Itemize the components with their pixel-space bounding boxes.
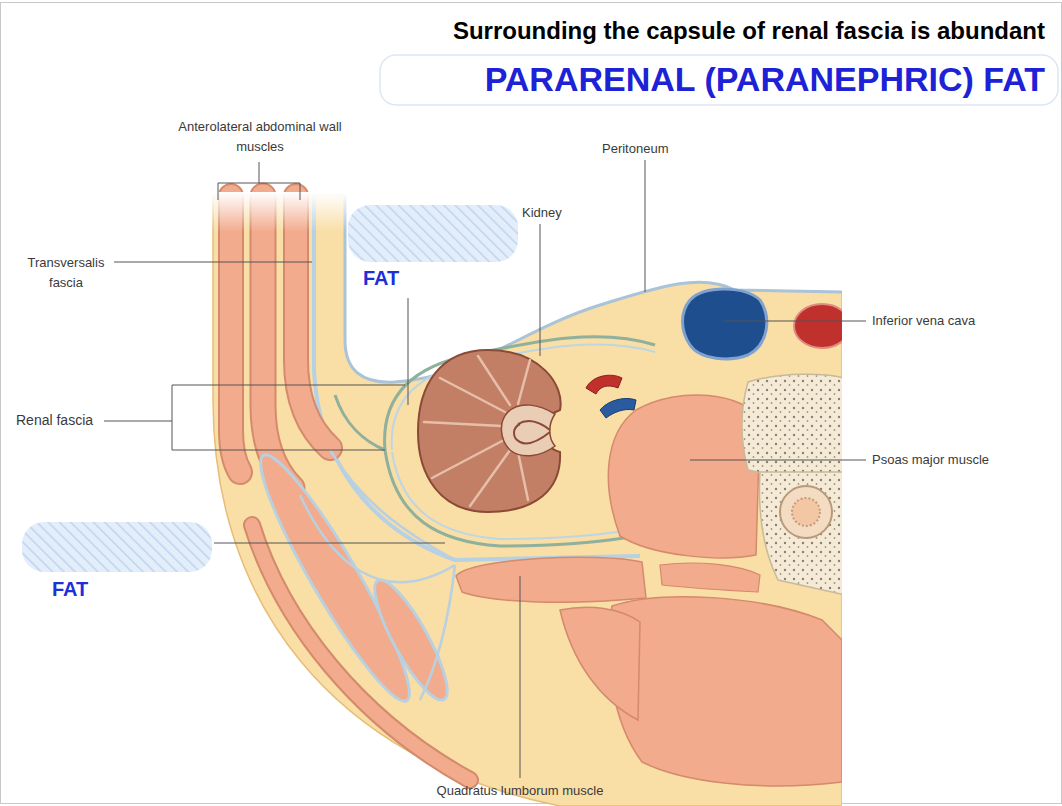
quadratus-muscle: [456, 557, 646, 602]
spinal-cord: [792, 498, 820, 526]
back-wall-muscle: [243, 444, 426, 712]
renal-column: [424, 422, 502, 426]
part-label: Inferior vena cava: [872, 313, 975, 329]
vertebra: [760, 472, 842, 596]
leader-line: [645, 160, 646, 292]
back-wall-muscle: [363, 572, 459, 707]
renal-fascia-line: [335, 337, 655, 546]
part-label: Renal fascia: [16, 412, 93, 429]
part-label: Anterolateral abdominal wall muscles: [168, 117, 352, 157]
fade-overlay: [200, 192, 360, 232]
renal-column: [470, 450, 510, 506]
heading-box: [380, 55, 1058, 105]
leader-line: [214, 543, 445, 544]
wall-muscle: [231, 196, 240, 472]
fat-region: [213, 195, 842, 806]
fat-label: FAT: [363, 266, 399, 290]
part-label: Peritoneum: [602, 141, 668, 157]
wall-muscle: [296, 196, 330, 448]
leader-line: [520, 576, 521, 778]
part-label: Kidney: [522, 205, 562, 221]
psoas-muscle: [608, 395, 760, 558]
leader-line: [114, 262, 312, 263]
leader-line: [540, 224, 541, 356]
back-muscle: [660, 563, 760, 592]
vertebral-canal: [780, 486, 832, 538]
part-label: Transversalis fascia: [14, 253, 118, 293]
leader-line: [408, 298, 409, 405]
renal-pelvis: [514, 421, 550, 443]
vertebra: [742, 374, 842, 477]
renal-column: [518, 452, 528, 500]
wall-muscle: [231, 196, 240, 472]
hatched-box: [348, 205, 518, 262]
lumbar-fascia-line: [300, 450, 455, 700]
inferior-vena-cava: [683, 289, 767, 359]
cross-section: [213, 195, 842, 806]
fat-label: FAT: [52, 577, 88, 601]
renal-column: [440, 378, 505, 412]
back-muscle: [560, 607, 640, 720]
leader-line: [690, 460, 866, 461]
back-muscle: [608, 597, 842, 786]
slide-title: Surrounding the capsule of renal fascia …: [453, 16, 1045, 45]
peritoneum-line: [345, 195, 842, 382]
heading-label: PARARENAL (PARANEPHRIC) FAT: [485, 59, 1045, 100]
leader-line: [104, 385, 405, 450]
renal-column: [478, 356, 510, 405]
part-label: Quadratus lumborum muscle: [410, 783, 630, 799]
kidney: [418, 350, 561, 512]
renal-vein: [600, 398, 636, 418]
hatched-box: [22, 522, 212, 572]
leader-line: [218, 162, 300, 200]
wall-muscle: [296, 196, 330, 448]
part-label: Psoas major muscle: [872, 452, 989, 468]
renal-sinus: [501, 405, 555, 456]
renal-artery: [586, 375, 622, 394]
leader-line: [104, 160, 866, 778]
aorta: [794, 304, 842, 348]
leader-line: [724, 321, 866, 322]
renal-column: [518, 360, 530, 404]
